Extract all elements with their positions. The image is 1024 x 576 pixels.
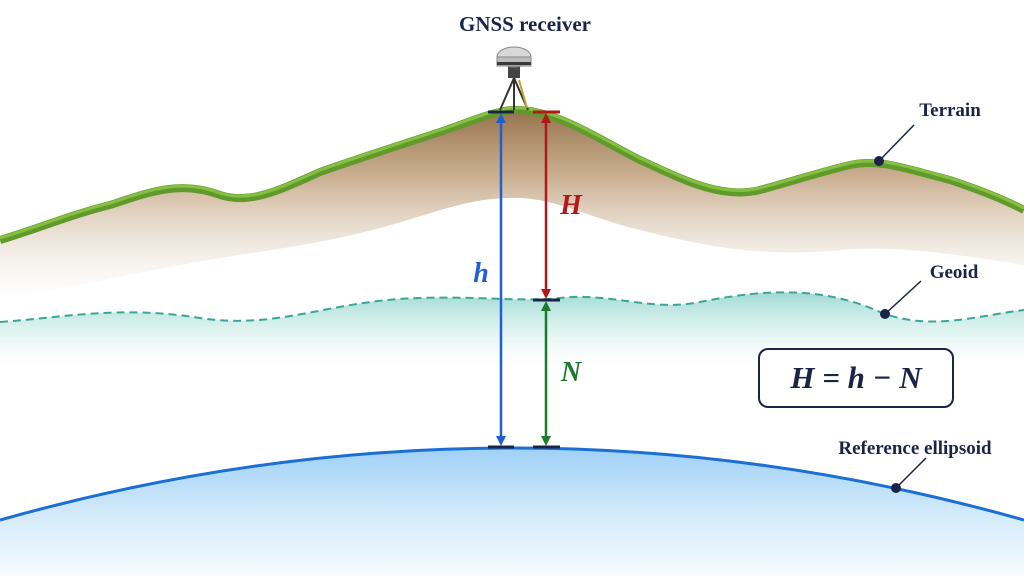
ellipsoid-dot xyxy=(891,483,901,493)
ellipsoid-body xyxy=(0,448,1024,576)
terrain-label: Terrain xyxy=(919,100,981,121)
terrain-grass xyxy=(0,105,1024,244)
h-symbol: h xyxy=(473,258,489,289)
ellipsoid-leader xyxy=(895,457,927,489)
terrain-grass-highlight xyxy=(0,106,1024,240)
terrain-soil xyxy=(0,109,1024,300)
N-symbol: N xyxy=(560,357,583,388)
reference-ellipsoid-label: Reference ellipsoid xyxy=(838,438,992,459)
geoid-dot xyxy=(880,309,890,319)
geoid-line xyxy=(0,291,1024,323)
terrain-dot xyxy=(874,156,884,166)
gnss-receiver-icon xyxy=(496,46,532,111)
geoid-label: Geoid xyxy=(930,262,979,283)
gnss-receiver-label: GNSS receiver xyxy=(459,12,591,36)
formula-box: H = h − N xyxy=(758,348,954,408)
terrain-leader xyxy=(878,124,915,162)
formula-text: H = h − N xyxy=(790,360,922,395)
H-symbol: H xyxy=(559,190,583,221)
geoid-leader xyxy=(884,280,922,315)
